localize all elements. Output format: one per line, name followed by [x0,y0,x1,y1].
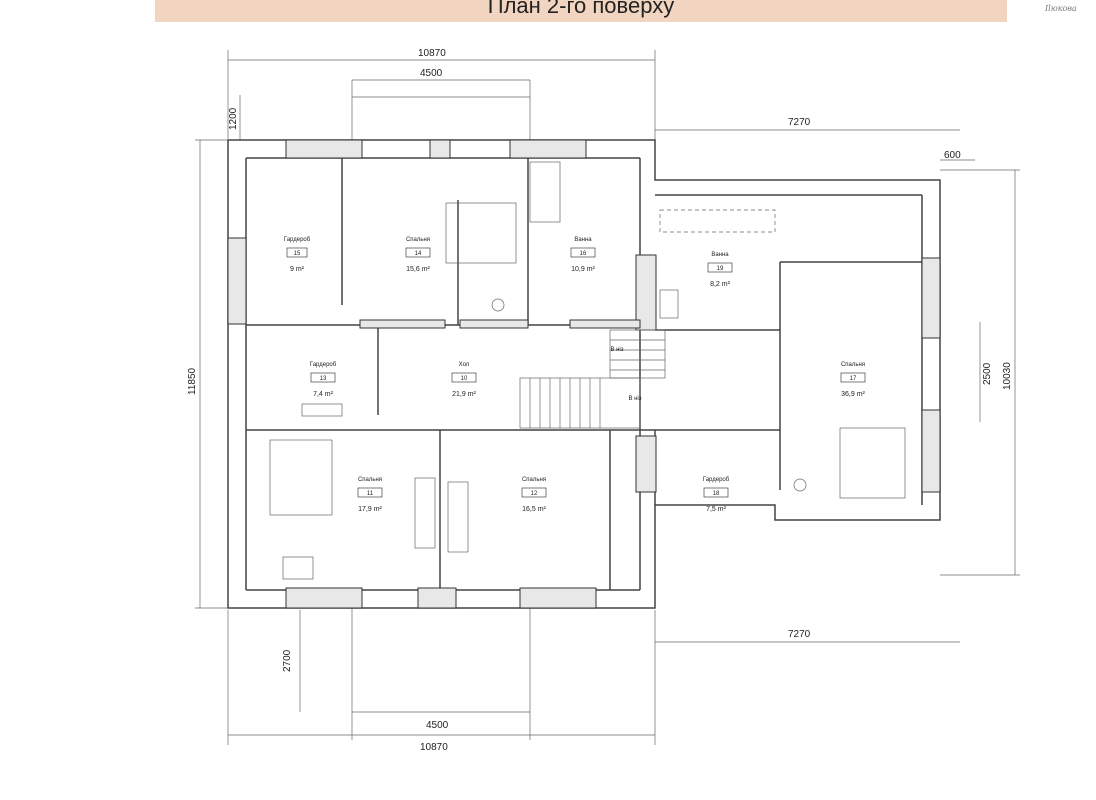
room-19: Ванна 19 8,2 m² [707,252,733,288]
dimension-lines [195,50,1020,745]
staircase [519,329,666,429]
dim-bottom-total: 10870 [420,742,448,753]
svg-text:16,5 m²: 16,5 m² [522,506,546,513]
svg-text:21,9 m²: 21,9 m² [452,391,476,398]
stairs-label-upper: В ніз [610,347,623,353]
dim-right-top: 7270 [788,117,811,128]
dim-right-bottom: 7270 [788,629,811,640]
room-13: Гардероб 13 7,4 m² [310,362,337,398]
svg-text:Спальня: Спальня [406,237,430,243]
svg-text:8,2 m²: 8,2 m² [710,281,731,288]
svg-text:Гардероб: Гардероб [284,237,311,243]
svg-text:17,9 m²: 17,9 m² [358,506,382,513]
svg-text:14: 14 [415,251,422,257]
dim-right-window: 2500 [982,362,993,385]
svg-text:15,6 m²: 15,6 m² [406,266,430,273]
hatched-walls [227,139,941,609]
svg-text:10,9 m²: 10,9 m² [571,266,595,273]
svg-text:Ванна: Ванна [711,252,729,258]
room-12: Спальня 12 16,5 m² [521,477,547,513]
room-14: Спальня 14 15,6 m² [405,237,431,273]
dim-top-total: 10870 [418,48,446,59]
svg-text:Спальня: Спальня [522,477,546,483]
dim-top-offset: 1200 [228,107,239,130]
room-17: Спальня 17 36,9 m² [840,362,866,398]
room-11: Спальня 11 17,9 m² [357,477,383,513]
svg-text:13: 13 [320,376,327,382]
dim-bottom-balcony: 4500 [426,720,449,731]
svg-text:Спальня: Спальня [841,362,865,368]
svg-text:Гардероб: Гардероб [703,477,730,483]
room-18: Гардероб 18 7,5 m² [703,477,730,513]
svg-text:17: 17 [850,376,857,382]
svg-text:16: 16 [580,251,587,257]
dim-left-total: 11850 [187,367,198,395]
svg-text:9 m²: 9 m² [290,266,305,273]
svg-text:Гардероб: Гардероб [310,362,337,368]
svg-text:Ванна: Ванна [574,237,592,243]
svg-text:36,9 m²: 36,9 m² [841,391,865,398]
svg-text:10: 10 [461,376,468,382]
room-16: Ванна 16 10,9 m² [570,237,596,273]
svg-text:Хол: Хол [459,362,470,368]
svg-text:7,4 m²: 7,4 m² [313,391,334,398]
room-10: Хол 10 21,9 m² [451,362,477,398]
svg-text:11: 11 [367,491,374,497]
stairs-label-lower: В ніз [628,396,641,402]
svg-text:19: 19 [717,266,724,272]
svg-text:7,5 m²: 7,5 m² [706,506,727,513]
signature: Ilюкова [1045,4,1077,13]
dim-bottom-offset: 2700 [282,649,293,672]
svg-text:Спальня: Спальня [358,477,382,483]
svg-text:18: 18 [713,491,720,497]
room-15: Гардероб 15 9 m² [284,237,311,273]
dim-top-balcony: 4500 [420,68,443,79]
dim-right-small: 600 [944,150,961,161]
svg-text:12: 12 [531,491,538,497]
dim-right-total: 10030 [1002,362,1013,390]
svg-text:15: 15 [294,251,301,257]
page-title: План 2-го поверху [155,0,1007,22]
furniture [269,161,906,580]
